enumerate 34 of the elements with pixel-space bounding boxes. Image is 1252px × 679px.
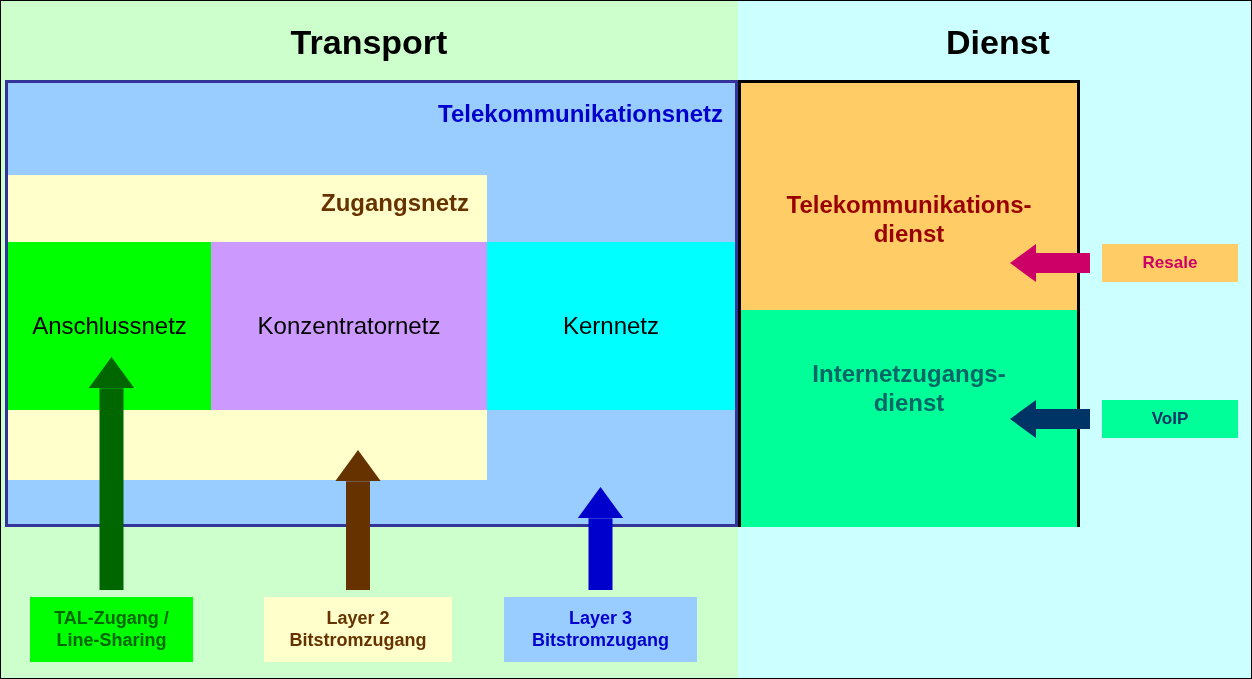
node-label: Anschlussnetz [32, 311, 187, 341]
service-area [741, 83, 1077, 310]
input-box [1102, 400, 1238, 438]
node-label: Telekommunikations- dienst [785, 191, 1033, 249]
network-box [8, 242, 211, 410]
node-label: Konzentratornetz [257, 311, 441, 341]
network-box [5, 80, 738, 527]
network-box [487, 242, 735, 410]
node-label: Internetzugangs- dienst [811, 360, 1007, 418]
node-label: Dienst [946, 22, 1050, 63]
box-shape [738, 80, 1080, 527]
node-label: Layer 2 Bitstromzugang [288, 607, 428, 652]
node-label: Telekommunikationsnetz [438, 100, 723, 129]
access-box [504, 597, 697, 662]
node-label: Resale [1142, 252, 1198, 274]
node-label: Transport [290, 22, 448, 63]
access-network-band [8, 175, 487, 480]
node-label: Layer 3 Bitstromzugang [531, 607, 670, 652]
network-box [211, 242, 487, 410]
service-area [741, 310, 1077, 527]
arrow [577, 487, 624, 590]
input-box [1102, 244, 1238, 282]
node-label: TAL-Zugang / Line-Sharing [53, 607, 170, 652]
arrow [88, 357, 135, 590]
arrow [335, 450, 381, 590]
arrow [1010, 400, 1090, 438]
node-label: VoIP [1151, 408, 1189, 430]
arrow [1010, 244, 1090, 282]
transport-panel [0, 0, 738, 679]
node-label: Kernnetz [562, 311, 660, 341]
service-panel [738, 0, 1252, 679]
access-box [30, 597, 193, 662]
access-box [264, 597, 452, 662]
node-label: Zugangsnetz [321, 189, 469, 218]
